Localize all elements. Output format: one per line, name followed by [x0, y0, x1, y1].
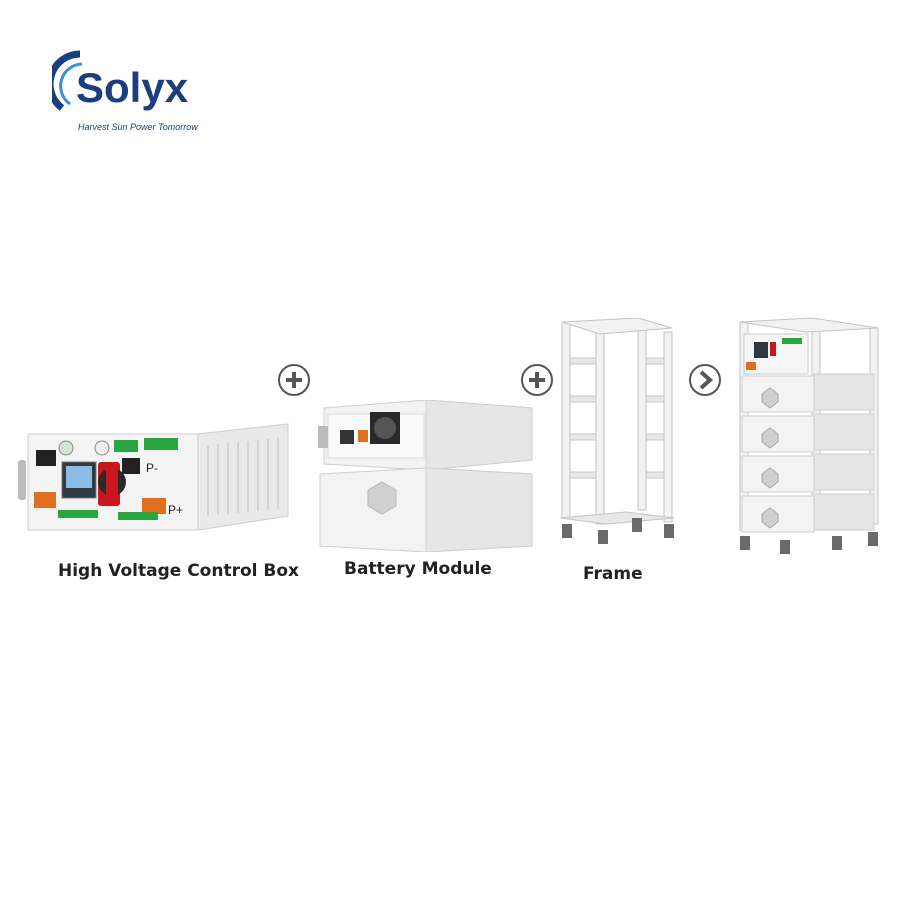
plus-icon — [521, 364, 553, 396]
plus-icon — [278, 364, 310, 396]
brand-name: Solyx — [76, 64, 189, 111]
battery-module-image — [318, 400, 533, 552]
sun-arc-icon — [52, 50, 83, 111]
p-minus-label: P- — [146, 461, 158, 475]
arrow-right-icon — [689, 364, 721, 396]
caption-frame: Frame — [583, 564, 643, 584]
p-plus-label: P+ — [168, 503, 183, 517]
caption-control-box: High Voltage Control Box — [58, 561, 299, 581]
rack-frame-image — [559, 318, 675, 544]
caption-battery-module: Battery Module — [344, 559, 492, 579]
control-box-image: P- P+ — [18, 423, 289, 531]
assembled-tower-image — [739, 317, 879, 554]
brand-logo: Solyx Harvest Sun Power Tomorrow — [52, 48, 222, 138]
brand-tagline: Harvest Sun Power Tomorrow — [78, 122, 198, 132]
